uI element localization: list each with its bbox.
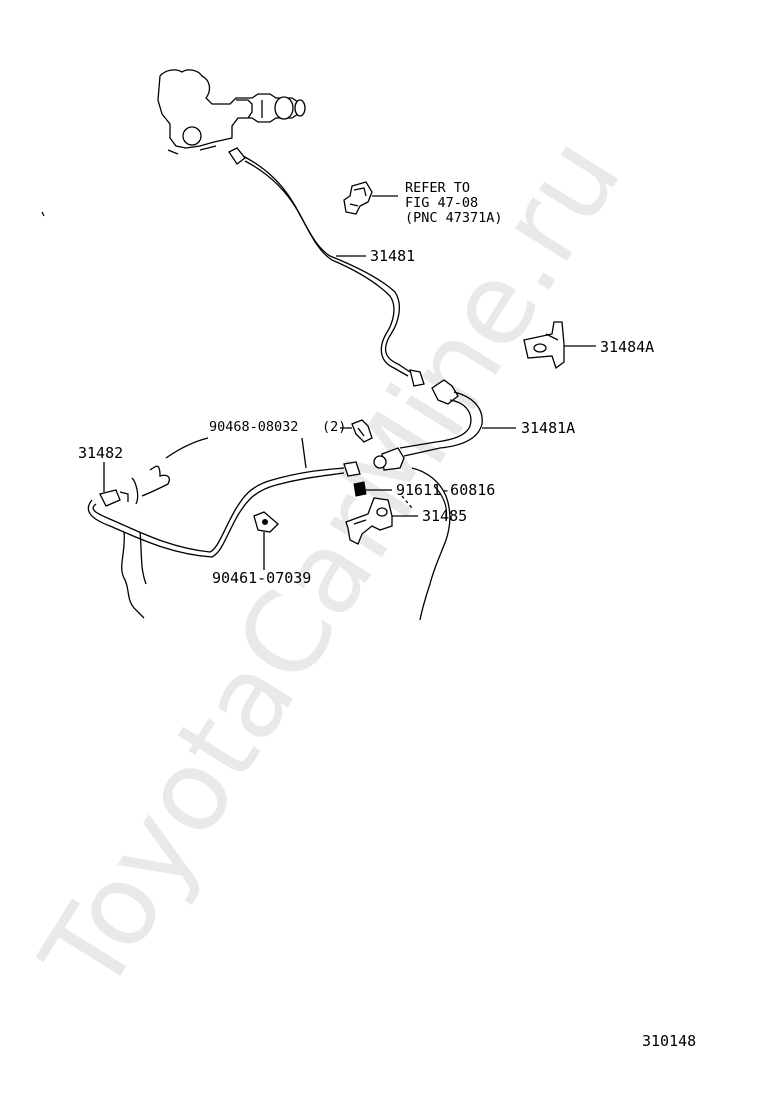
callout-31484A: 31484A (600, 338, 654, 356)
bolt-91611-60816 (353, 481, 392, 497)
callout-31485: 31485 (422, 507, 467, 525)
clip-90461-07039 (253, 511, 279, 570)
reference-note: REFER TO FIG 47-08 (PNC 47371A) (405, 180, 503, 226)
callout-31481A: 31481A (521, 419, 575, 437)
bracket-31484A (523, 321, 565, 370)
leader-90468 (301, 427, 352, 469)
reference-clip-part (343, 181, 398, 215)
clutch-tube-31481 (228, 147, 425, 387)
callout-90468-08032: 90468-08032 (209, 419, 298, 435)
clutch-tube-lower (87, 461, 361, 558)
figure-number: 310148 (642, 1032, 696, 1050)
reference-note-line-2: FIG 47-08 (405, 195, 478, 211)
clip-90468-08032 (351, 419, 373, 443)
clutch-hose-31481A (373, 379, 483, 471)
reference-note-line-1: REFER TO (405, 180, 470, 196)
callout-90468-qty: (2) (322, 419, 346, 435)
clutch-master-cylinder (157, 69, 306, 155)
reference-note-line-3: (PNC 47371A) (405, 210, 503, 226)
callout-91611-60816: 91611-60816 (396, 481, 495, 499)
callout-90461-07039: 90461-07039 (212, 569, 311, 587)
callout-31481: 31481 (370, 247, 415, 265)
transmission-outline (41, 211, 451, 621)
callout-31482: 31482 (78, 444, 123, 462)
watermark: ToyotaCarMine.ru (17, 116, 646, 1015)
bracket-31485 (345, 495, 413, 545)
